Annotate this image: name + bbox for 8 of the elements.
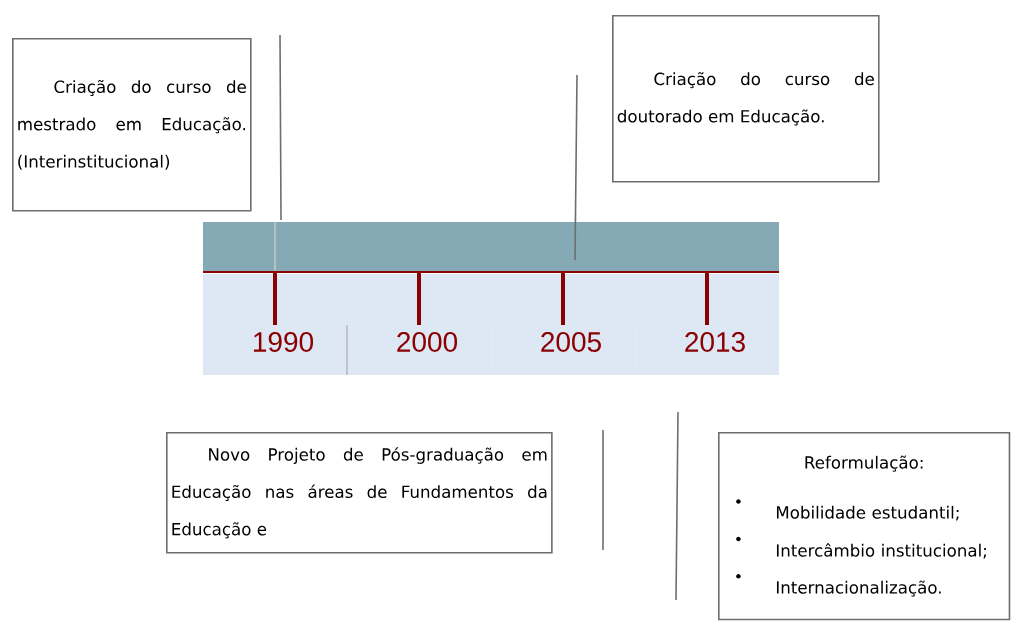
text-box: Novo Projeto de Pós-graduação em Educação nas áreas de Fundamentos da Educação e	[166, 432, 553, 554]
text-box: Criação do curso de doutorado em Educação.	[612, 15, 880, 183]
text-box: Criação do curso de mestrado em Educação. (Interinstitucional)	[12, 38, 252, 212]
year-label: 2013	[685, 332, 745, 352]
year-label: 2000	[397, 332, 458, 352]
year-label: 1990	[254, 332, 314, 352]
text-box: Reformulação: Mobilidade estudantil; Intercâmbio institucional; Internacionalização.	[718, 432, 1011, 621]
year-label: 2005	[541, 332, 601, 352]
